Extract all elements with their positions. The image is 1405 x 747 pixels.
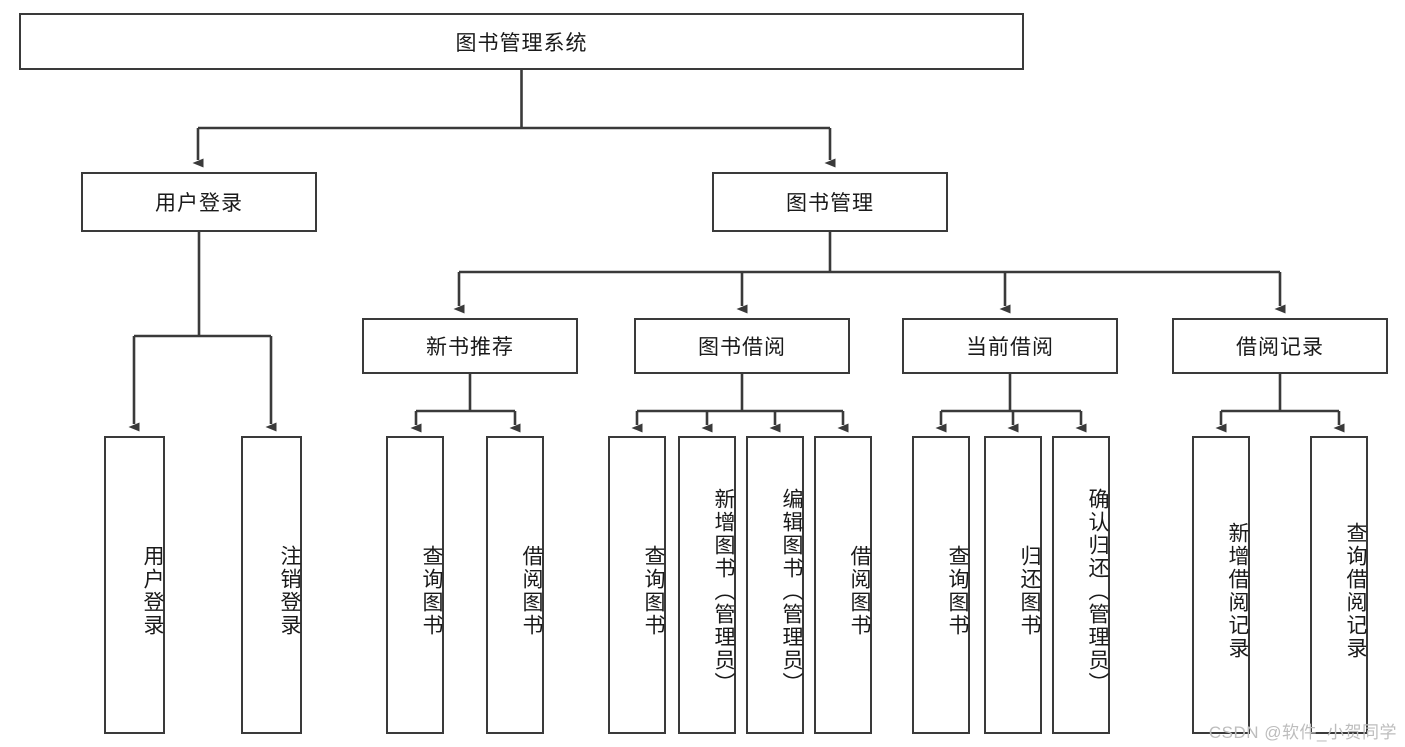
leaf-add-book-admin-label: 新增图书（管理员）: [712, 487, 735, 695]
leaf-query-book-current-label: 查询图书: [946, 545, 969, 637]
leaf-query-book-current[interactable]: 查询图书: [912, 436, 970, 734]
node-borrow-record[interactable]: 借阅记录: [1172, 318, 1388, 374]
leaf-edit-book-admin-label: 编辑图书（管理员）: [780, 487, 803, 695]
leaf-edit-book-admin[interactable]: 编辑图书（管理员）: [746, 436, 804, 734]
leaf-query-book-borrow-label: 查询图书: [642, 545, 665, 637]
leaf-borrow-book[interactable]: 借阅图书: [814, 436, 872, 734]
leaf-query-borrow-record-label: 查询借阅记录: [1344, 522, 1367, 660]
leaf-return-book-label: 归还图书: [1018, 545, 1041, 637]
leaf-add-borrow-record-label: 新增借阅记录: [1226, 522, 1249, 660]
node-book-borrow[interactable]: 图书借阅: [634, 318, 850, 374]
leaf-user-login-label: 用户登录: [141, 545, 164, 637]
node-user-login[interactable]: 用户登录: [81, 172, 317, 232]
leaf-confirm-return-admin-label: 确认归还（管理员）: [1086, 487, 1109, 695]
leaf-add-borrow-record[interactable]: 新增借阅记录: [1192, 436, 1250, 734]
node-new-book-recommend-label: 新书推荐: [426, 336, 514, 359]
node-new-book-recommend[interactable]: 新书推荐: [362, 318, 578, 374]
leaf-return-book[interactable]: 归还图书: [984, 436, 1042, 734]
node-book-manage[interactable]: 图书管理: [712, 172, 948, 232]
node-book-manage-label: 图书管理: [786, 192, 874, 215]
node-user-login-label: 用户登录: [155, 192, 243, 215]
leaf-query-book-borrow[interactable]: 查询图书: [608, 436, 666, 734]
leaf-add-book-admin[interactable]: 新增图书（管理员）: [678, 436, 736, 734]
leaf-borrow-book-label: 借阅图书: [848, 545, 871, 637]
node-root-label: 图书管理系统: [455, 31, 588, 55]
leaf-user-login[interactable]: 用户登录: [104, 436, 165, 734]
node-book-borrow-label: 图书借阅: [698, 336, 786, 359]
leaf-confirm-return-admin[interactable]: 确认归还（管理员）: [1052, 436, 1110, 734]
watermark: CSDN @软件_小贺同学: [1208, 723, 1397, 742]
leaf-logout-login[interactable]: 注销登录: [241, 436, 302, 734]
leaf-borrow-book-rec[interactable]: 借阅图书: [486, 436, 544, 734]
leaf-query-borrow-record[interactable]: 查询借阅记录: [1310, 436, 1368, 734]
node-current-borrow[interactable]: 当前借阅: [902, 318, 1118, 374]
leaf-query-book-rec-label: 查询图书: [420, 545, 443, 637]
leaf-borrow-book-rec-label: 借阅图书: [520, 545, 543, 637]
node-root[interactable]: 图书管理系统: [19, 13, 1024, 70]
node-borrow-record-label: 借阅记录: [1236, 336, 1324, 359]
node-current-borrow-label: 当前借阅: [966, 336, 1054, 359]
leaf-logout-login-label: 注销登录: [278, 545, 301, 637]
leaf-query-book-rec[interactable]: 查询图书: [386, 436, 444, 734]
